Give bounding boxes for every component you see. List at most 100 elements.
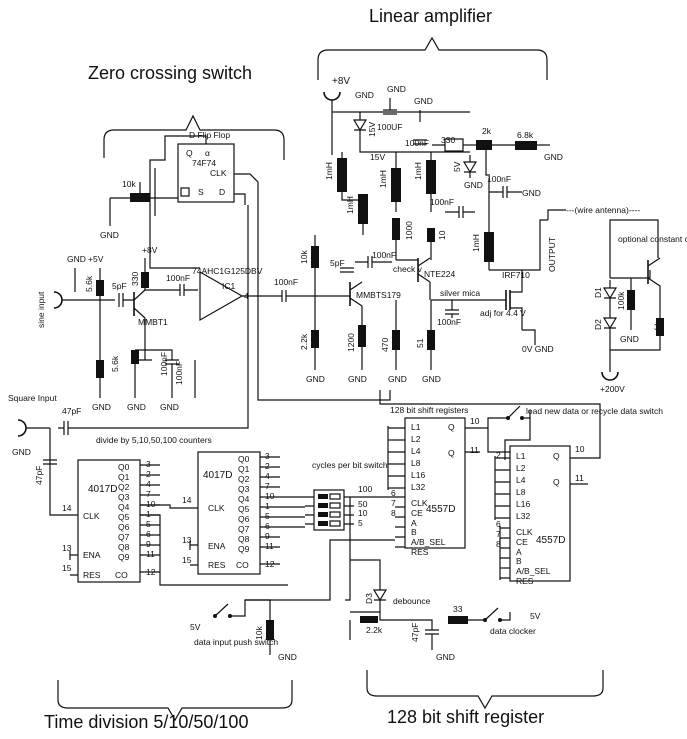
c1-q0: Q0 (118, 462, 130, 472)
r68k-label: 6.8k (517, 130, 534, 140)
adj-for-label: adj for 4.4 V (480, 308, 526, 318)
counter2-name: 4017D (203, 470, 232, 481)
c1-q3: Q3 (118, 492, 130, 502)
zero-v-gnd-label: 0V GND (522, 344, 554, 354)
load-data-switch[interactable] (487, 405, 531, 428)
gnd-amp-2: GND (387, 84, 406, 94)
optional-current-label: optional constant current (618, 234, 687, 244)
sr2-b: B (516, 556, 522, 566)
plus5v-label: +5V (88, 254, 104, 264)
dip-switch-cycles[interactable] (313, 489, 345, 531)
c2-q3: Q3 (238, 484, 250, 494)
data-clocker-switch[interactable] (483, 607, 511, 622)
shift-registers-label: 128 bit shift registers (390, 405, 468, 415)
c1-pin5: 5 (146, 519, 151, 529)
counter2-co: CO (236, 560, 249, 570)
plus200v-label: +200V (600, 384, 625, 394)
diode-d1: D1 (593, 280, 618, 312)
pot-2k-label: 2k (482, 126, 492, 136)
data-input-switch[interactable] (213, 599, 271, 620)
r1000-label: 1000 (404, 221, 414, 240)
r330-amp: 330 (441, 135, 455, 145)
square-input-jack[interactable] (17, 419, 27, 437)
nte224-label: NTE224 (424, 269, 455, 279)
c2-pin4: 4 (265, 471, 270, 481)
gnd-stage1-cap: GND (160, 402, 179, 412)
c2-pin7: 7 (265, 481, 270, 491)
diode-d3: D3 debounce (364, 580, 431, 612)
c2-pin9: 9 (265, 531, 270, 541)
counter-4017d-2: 4017D CLK ENA RES CO Q0 Q1 Q2 Q3 Q4 Q5 Q… (182, 451, 275, 575)
c2-pin3: 3 (265, 451, 270, 461)
gnd-amp-b2: GND (348, 374, 367, 384)
ic1-name: IC1 (222, 281, 236, 291)
counter2-clk: CLK (208, 503, 225, 513)
res-1200 (358, 325, 366, 347)
c1-q6: Q6 (118, 522, 130, 532)
irf710-label: IRF710 (502, 270, 530, 280)
c1-pin7: 7 (146, 489, 151, 499)
inductor-1mh-a (337, 158, 347, 192)
sr1-pin10: 10 (470, 416, 480, 426)
ff-pin-s: S (198, 187, 204, 197)
c100nf-amp-right: 100nF (487, 174, 511, 184)
load-data-label: load new data or recycle data switch (526, 406, 663, 416)
debounce-label: debounce (393, 596, 431, 606)
r10-label: 10 (437, 230, 447, 240)
c5pf-label-1: 5pF (112, 281, 127, 291)
section-brace-linear-amplifier (317, 36, 548, 80)
c100nf-silver-mica: 100nF (437, 317, 461, 327)
title-shift-register: 128 bit shift register (387, 707, 544, 727)
l1mh-c-label: 1mH (378, 170, 388, 188)
c1-q5: Q5 (118, 512, 130, 522)
c1-pin14: 14 (62, 503, 72, 513)
sr2-l16: L16 (516, 499, 530, 509)
res-10-amp (427, 228, 435, 242)
r10k-data-label: 10k (254, 626, 264, 640)
ic1-part-label: 74AHC1G125DBV (192, 266, 263, 276)
output-label: OUTPUT (547, 237, 557, 272)
c1-pin15: 15 (62, 563, 72, 573)
check-v-label: check v (393, 264, 423, 274)
res-10k-bias (311, 246, 319, 268)
c1-pin11: 11 (146, 549, 155, 559)
gnd-5v-zener: GND (464, 180, 483, 190)
data-input-label: data input push switch (194, 637, 278, 647)
r3-label: 3 (654, 322, 659, 332)
zener-15v-label: 15V (367, 122, 377, 137)
sr2-ce: CE (516, 537, 528, 547)
plus8v-stage1: +8V (142, 245, 158, 255)
sr1-pin8: 8 (391, 508, 396, 518)
res-330-stage1 (141, 272, 149, 288)
c100nf-coupling2: 100nF (274, 277, 298, 287)
c2-q8: Q8 (238, 534, 250, 544)
c1-q7: Q7 (118, 532, 130, 542)
sr2-pin6: 6 (496, 519, 501, 529)
sr1-pin7: 7 (391, 498, 396, 508)
gnd-stage1-emitter: GND (127, 402, 146, 412)
sr2-name: 4557D (536, 535, 565, 546)
c1-pin13: 13 (62, 543, 72, 553)
sr2-l8: L8 (516, 487, 526, 497)
c2-q4: Q4 (238, 494, 250, 504)
res-33-debounce (448, 616, 468, 624)
l1mh-e-label: 1mH (471, 234, 481, 252)
sr2-pin11: 11 (575, 473, 584, 483)
sr1-l16: L16 (411, 470, 425, 480)
ff-pot-value: 10k (122, 179, 136, 189)
sr2-l2: L2 (516, 463, 526, 473)
section-brace-shift-register (366, 670, 604, 710)
sine-input-jack[interactable]: sine input (36, 291, 63, 328)
c1-pin3: 3 (146, 459, 151, 469)
c100nf-amp-base: 100nF (372, 250, 396, 260)
c2-pin11: 11 (265, 541, 274, 551)
c2-pin2: 2 (265, 461, 270, 471)
c2-pin14: 14 (182, 495, 192, 505)
gnd-amp-right: GND (522, 188, 541, 198)
plus8v-terminal (323, 91, 341, 112)
r330-stage1-label: 330 (130, 272, 140, 286)
sr2-q: Q (553, 451, 560, 461)
sr2-qbar: Q (553, 477, 560, 487)
gnd-amp-b3: GND (388, 374, 407, 384)
inductor-1mh-c (391, 168, 401, 202)
